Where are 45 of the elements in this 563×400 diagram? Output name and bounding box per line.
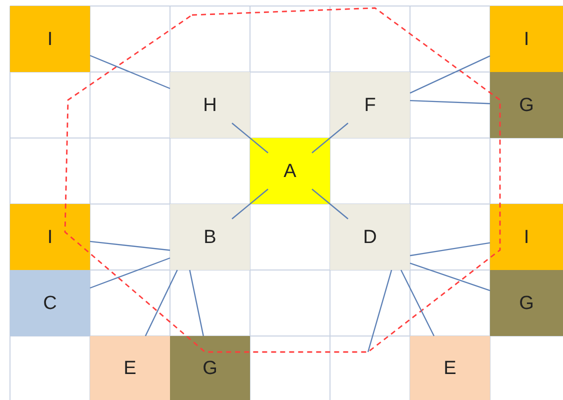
colored-cell [330, 204, 410, 270]
colored-cell [10, 6, 90, 72]
colored-cell [170, 72, 250, 138]
connector-line [90, 257, 170, 289]
cell-letter: G [519, 96, 534, 114]
connector-line [232, 122, 268, 154]
connector-line [410, 55, 490, 94]
connector-line [410, 100, 490, 104]
cell-letter: I [47, 228, 53, 246]
cell-letter: E [444, 358, 456, 378]
colored-cell [250, 138, 330, 204]
connector-line [410, 242, 490, 256]
cell-letter: H [203, 96, 217, 114]
cell-letter: G [202, 358, 218, 378]
cell-letter: G [519, 294, 534, 312]
connector-line [367, 270, 392, 352]
colored-cell [490, 270, 563, 336]
colored-cell [10, 270, 90, 336]
connector-line [312, 188, 348, 220]
connector-line [410, 262, 490, 292]
colored-cell [170, 336, 250, 400]
colored-cell [10, 204, 90, 270]
colored-cell [490, 204, 563, 270]
connector-line [232, 188, 268, 220]
connector-line [90, 240, 170, 251]
colored-cell [170, 204, 250, 270]
connector-line [400, 270, 435, 336]
cell-letter: D [363, 228, 377, 246]
cell-letter: I [524, 228, 530, 246]
connector-line [90, 54, 170, 90]
colored-cell [490, 6, 563, 72]
colored-cell [490, 72, 563, 138]
cell-letter: C [43, 294, 57, 312]
cell-letter: B [204, 228, 216, 246]
colored-cell [90, 336, 170, 400]
connector-line [189, 270, 204, 336]
cell-letter: I [524, 30, 530, 48]
colored-cell [410, 336, 490, 400]
colored-cell [330, 72, 410, 138]
cell-letter: E [124, 358, 136, 378]
cell-letter: F [364, 96, 376, 114]
connector-line [144, 270, 178, 336]
cell-letter: I [47, 30, 53, 48]
connector-line [312, 122, 348, 154]
cell-letter: A [284, 162, 296, 180]
